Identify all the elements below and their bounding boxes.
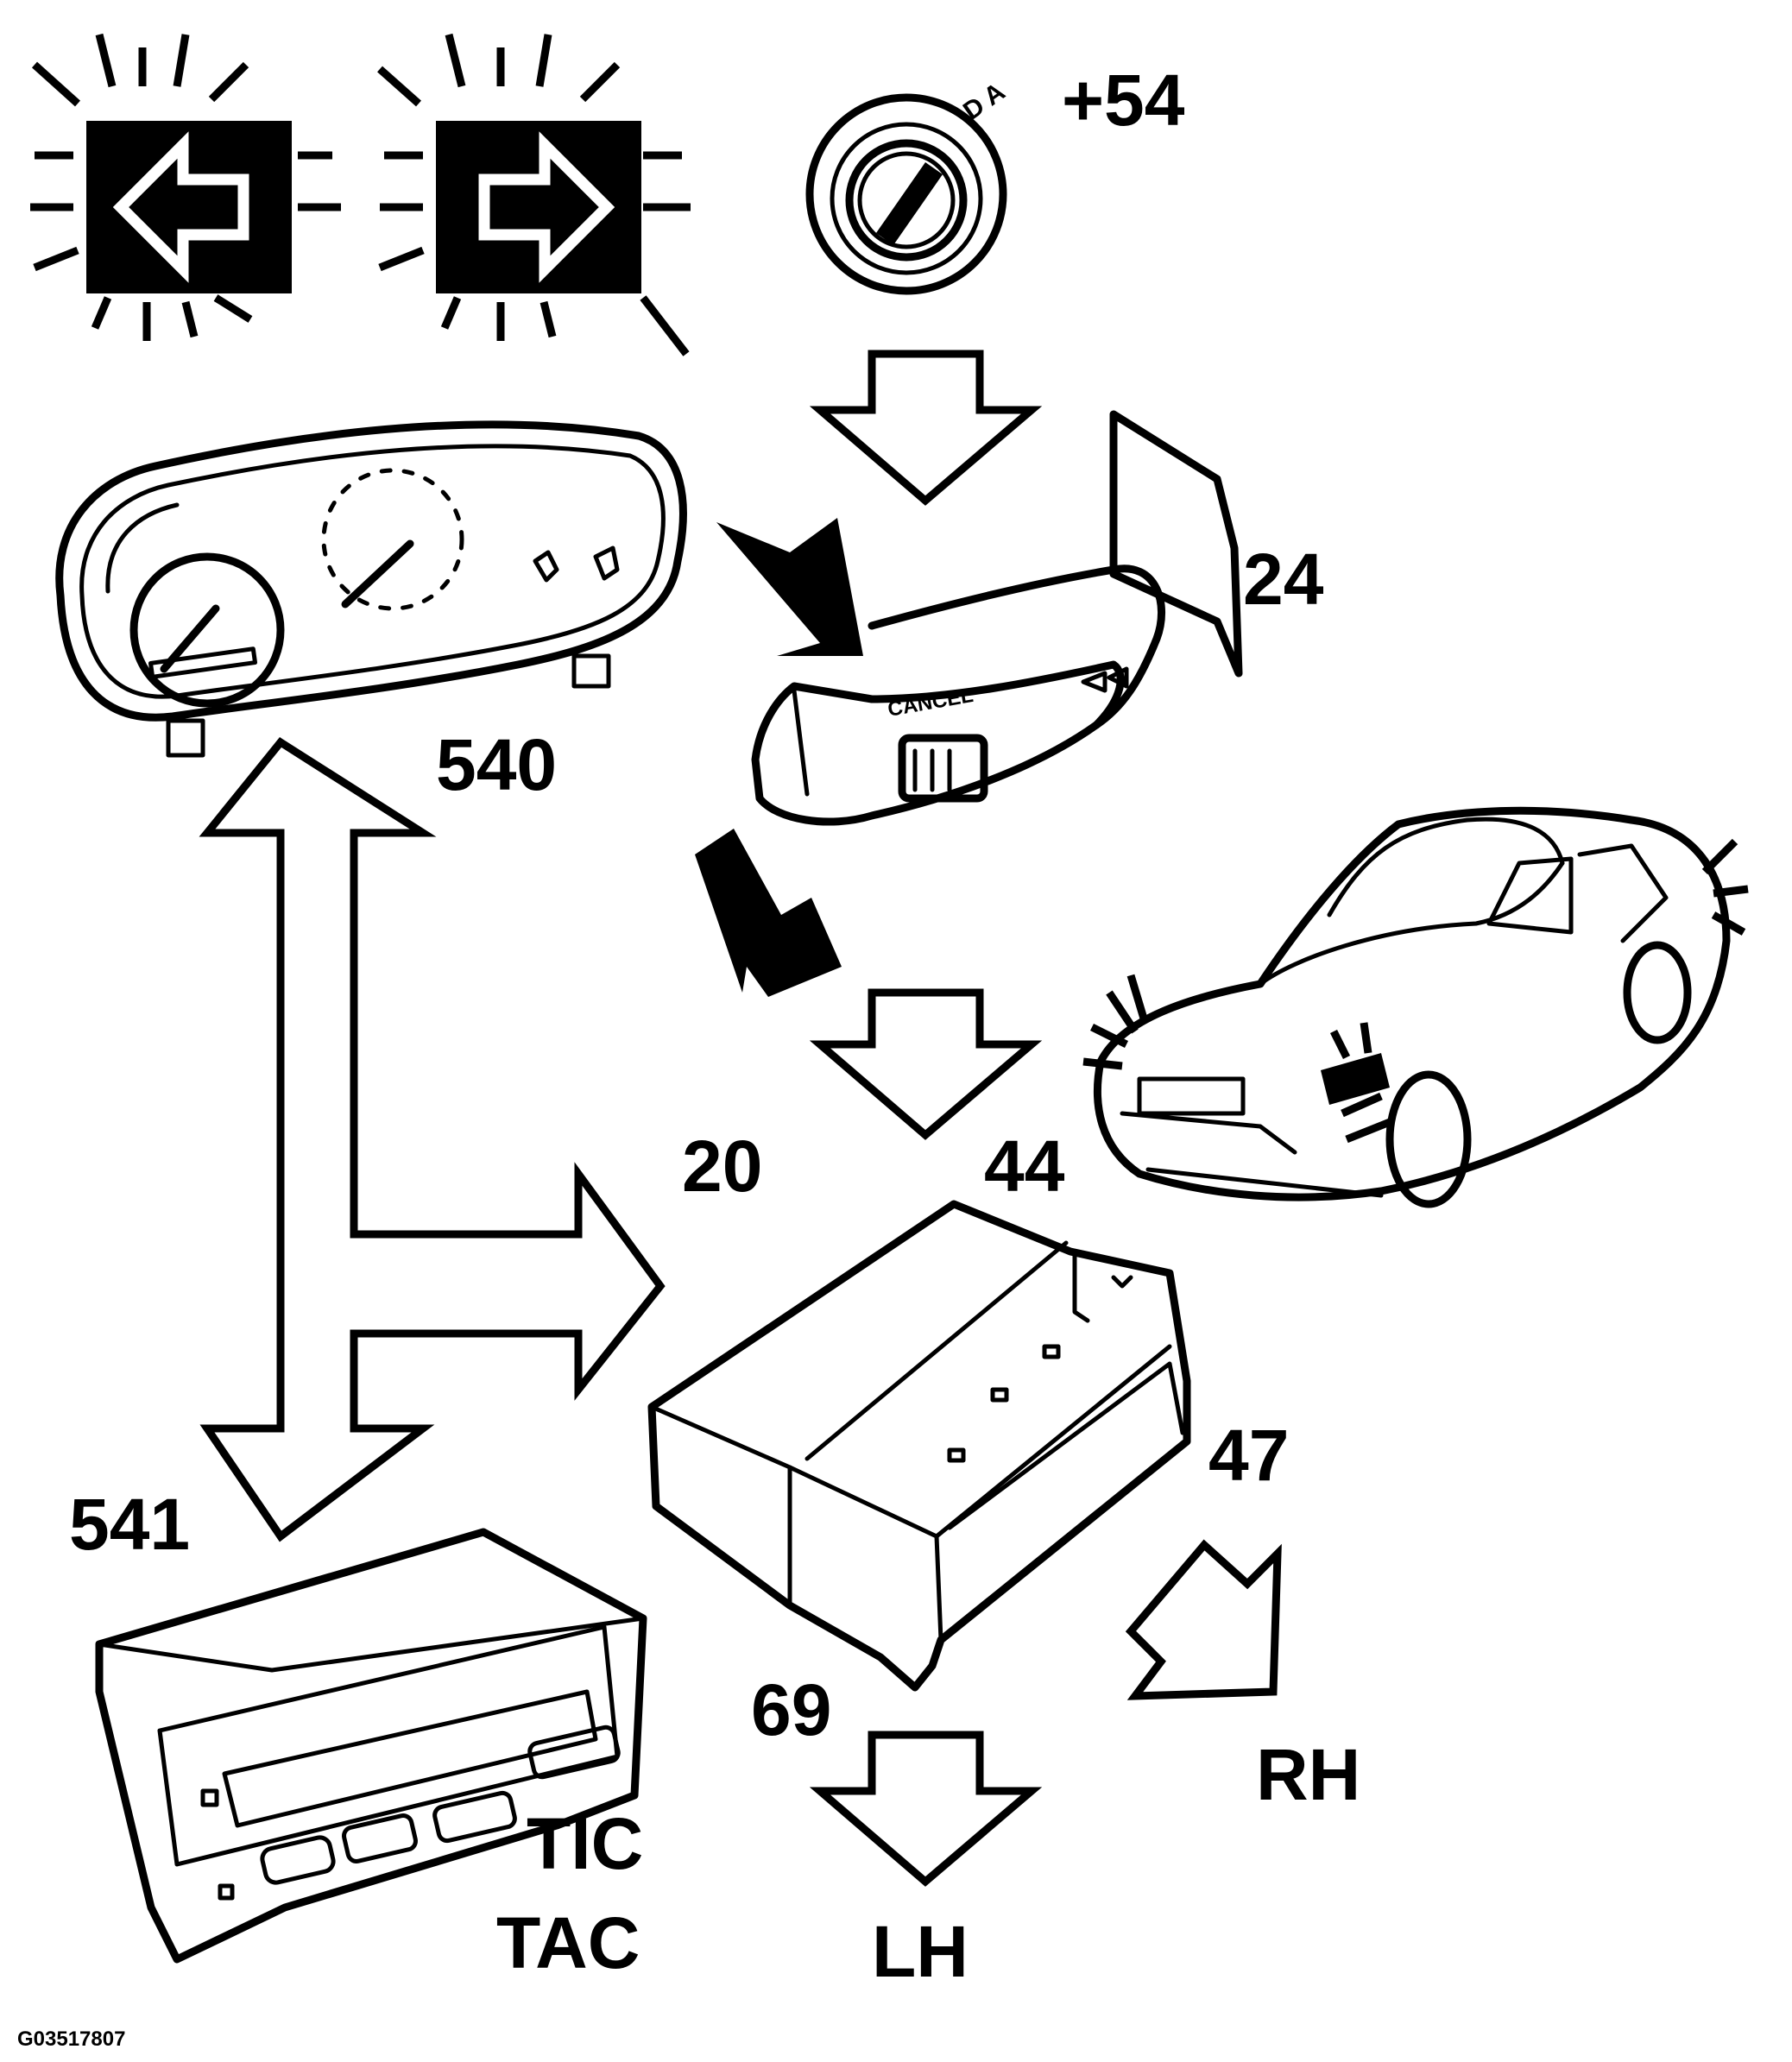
cluster-label: 540 bbox=[436, 724, 557, 805]
module-label-44: 44 bbox=[984, 1126, 1065, 1207]
arrow-to-module-44 bbox=[809, 988, 1043, 1140]
arrow-cluster-display-bidirectional bbox=[199, 737, 666, 1542]
trip-computer-display bbox=[95, 1528, 647, 1964]
lh-label: LH bbox=[872, 1911, 969, 1992]
arrow-stalk-to-cluster bbox=[716, 518, 863, 656]
arrow-ignition-to-stalk bbox=[809, 350, 1043, 506]
ignition-label: +54 bbox=[1062, 60, 1185, 141]
rh-label: RH bbox=[1256, 1734, 1360, 1815]
arrow-stalk-to-module bbox=[695, 829, 842, 997]
vehicle-illustration bbox=[1082, 806, 1749, 1208]
ignition-switch: D A bbox=[805, 78, 1010, 295]
arrow-output-lh bbox=[809, 1731, 1043, 1887]
module-label-20: 20 bbox=[682, 1126, 762, 1207]
right-turn-indicator-lamp bbox=[377, 33, 691, 356]
display-unit-label: 541 bbox=[69, 1484, 190, 1565]
ignition-key-slot bbox=[876, 162, 943, 245]
left-arrow-icon bbox=[112, 131, 249, 283]
output-label-69: 69 bbox=[751, 1669, 831, 1750]
instrument-cluster bbox=[55, 420, 687, 758]
lamp-rays-right bbox=[377, 33, 691, 356]
output-label-47: 47 bbox=[1208, 1415, 1289, 1496]
stalk-cancel-text: CANCEL bbox=[886, 684, 975, 722]
arrow-output-rh bbox=[1125, 1539, 1282, 1700]
hazard-flash-rays bbox=[1082, 838, 1749, 1144]
right-arrow-icon bbox=[478, 131, 615, 283]
left-turn-indicator-lamp bbox=[30, 33, 341, 341]
tic-label: TIC bbox=[527, 1803, 643, 1884]
lamp-rays-left bbox=[30, 33, 341, 341]
stalk-label: 24 bbox=[1243, 539, 1324, 620]
turn-signal-stalk: CANCEL bbox=[751, 410, 1243, 826]
figure-id: G03517807 bbox=[17, 2027, 125, 2051]
tac-label: TAC bbox=[496, 1902, 640, 1983]
control-module bbox=[647, 1200, 1191, 1692]
